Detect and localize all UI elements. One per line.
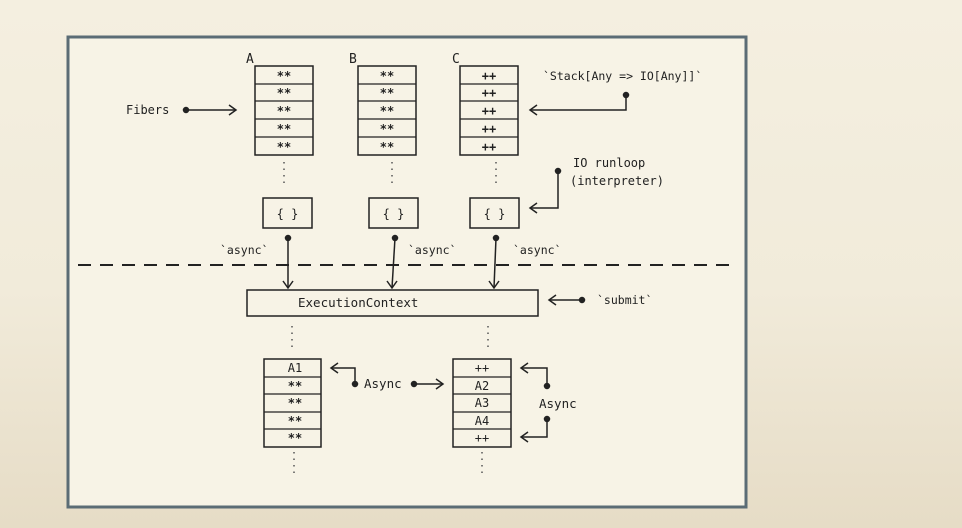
fiber-stack-c: C ++ ++ ++ ++ ++ — [452, 52, 519, 156]
column-label-a: A — [246, 52, 254, 67]
stack-cell: ++ — [482, 122, 496, 136]
submit-arrow — [547, 294, 586, 306]
stack-cell: A4 — [475, 414, 489, 428]
async-arrows — [282, 234, 500, 290]
column-label-c: C — [452, 52, 460, 67]
async-label-b: `async` — [408, 243, 456, 257]
lower-continuation-dots — [293, 452, 483, 478]
stack-cell: ** — [288, 379, 302, 393]
stack-cell: ** — [277, 140, 291, 154]
stack-cell: ** — [277, 104, 291, 118]
async-center-label: Async — [364, 376, 402, 391]
stack-cell: A3 — [475, 396, 489, 410]
async-label-c: `async` — [513, 243, 561, 257]
execution-context-label: ExecutionContext — [298, 295, 418, 310]
stack-cell: A1 — [288, 361, 302, 375]
runloop-label-line1: IO runloop — [573, 156, 645, 170]
whiteboard-frame — [66, 35, 748, 509]
stack-cell: ++ — [482, 86, 496, 100]
stack-cell: ** — [288, 431, 302, 445]
async-center-arrows — [329, 362, 445, 390]
async-right-label: Async — [539, 396, 577, 411]
stack-cell: ** — [380, 140, 394, 154]
runloop-block-text: { } — [484, 207, 506, 221]
ec-continuation-dots — [291, 326, 489, 352]
column-label-b: B — [349, 52, 357, 67]
submit-label: `submit` — [597, 293, 652, 307]
stack-cell: ** — [277, 69, 291, 83]
fibers-arrow — [182, 104, 238, 116]
stack-cell: ** — [380, 86, 394, 100]
runloop-block-text: { } — [277, 207, 299, 221]
async-right-arrows — [519, 362, 551, 443]
runloop-block-a: { } — [262, 197, 313, 229]
stack-cell: ** — [288, 396, 302, 410]
stack-continuation-dots — [283, 162, 497, 188]
stack-cell: ++ — [482, 140, 496, 154]
stack-cell: ** — [277, 86, 291, 100]
stack-cell: ** — [380, 104, 394, 118]
execution-context-box: ExecutionContext — [246, 289, 539, 317]
stack-cell: ++ — [482, 104, 496, 118]
runloop-block-c: { } — [469, 197, 520, 229]
stack-cell: ** — [380, 122, 394, 136]
stack-cell: ++ — [482, 69, 496, 83]
lower-stack-left: A1 ** ** ** ** — [263, 358, 322, 448]
stack-cell: ++ — [475, 431, 489, 445]
runloop-block-text: { } — [383, 207, 405, 221]
lower-stack-right: ++ A2 A3 A4 ++ — [452, 358, 512, 448]
runloop-arrow — [528, 167, 562, 214]
fibers-label: Fibers — [126, 103, 169, 117]
fiber-stack-b: B ** ** ** ** ** — [349, 52, 417, 156]
stack-cell: ** — [277, 122, 291, 136]
runloop-block-b: { } — [368, 197, 419, 229]
async-label-a: `async` — [220, 243, 268, 257]
runloop-label-line2: (interpreter) — [570, 174, 664, 188]
stack-type-arrow — [528, 91, 630, 116]
fiber-stack-a: A ** ** ** ** ** — [246, 52, 314, 156]
stack-type-label: `Stack[Any => IO[Any]]` — [543, 69, 702, 83]
stack-cell: A2 — [475, 379, 489, 393]
stack-cell: ** — [288, 414, 302, 428]
stack-cell: ++ — [475, 361, 489, 375]
stack-cell: ** — [380, 69, 394, 83]
